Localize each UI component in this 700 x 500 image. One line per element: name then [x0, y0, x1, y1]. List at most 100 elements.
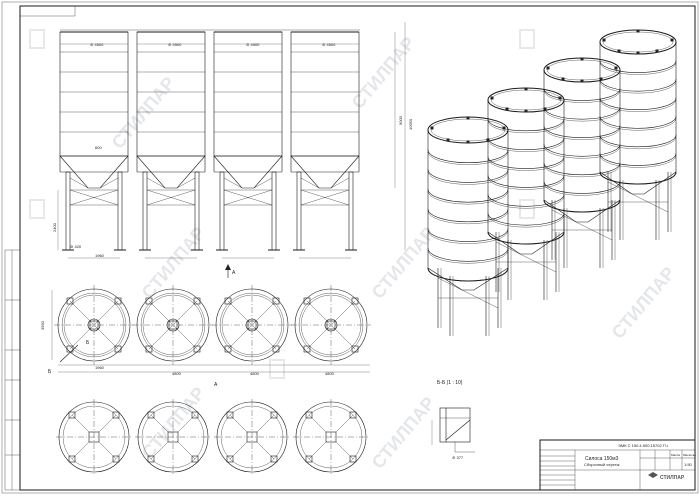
bottom-brace: [229, 441, 248, 460]
plan-spacing-4: 4800: [325, 371, 335, 376]
iso-ring-inner: [427, 171, 509, 185]
silo-bottom-2: [135, 399, 211, 475]
silo-front-3: [213, 31, 283, 259]
bottom-leg-pad: [305, 455, 313, 463]
iso-rim-bolt: [561, 77, 565, 81]
iso-ring: [543, 88, 621, 101]
plan-brace: [227, 300, 277, 350]
iso-body: [543, 70, 621, 213]
iso-rim-bolt: [486, 138, 490, 142]
silo-brace: [253, 177, 273, 189]
iso-ring-inner: [427, 191, 509, 205]
height-total-label: 10950: [408, 118, 413, 130]
iso-ring: [543, 162, 621, 176]
silo-brace: [300, 189, 350, 206]
iso-ring-inner: [543, 90, 621, 103]
plan-leg-pad: [224, 345, 232, 353]
sheet-corner-box: [19, 5, 76, 17]
bottom-leg-pad: [147, 455, 155, 463]
iso-ring: [599, 79, 677, 92]
plan-brace: [69, 300, 119, 350]
company-logo: СТИЛПАР: [648, 472, 685, 481]
iso-brace: [495, 241, 557, 273]
silo-brace: [330, 177, 350, 189]
iso-rim-bolt: [446, 138, 450, 142]
section-bb-view: Б-Б (1 : 10) ⊘ 377: [431, 380, 475, 460]
bottom-leg-pad: [349, 455, 357, 463]
front-elevation-view: [57, 22, 406, 278]
silo-bottom-3: [214, 399, 290, 475]
iso-brace: [437, 277, 499, 309]
bottom-leg-pad: [305, 411, 313, 419]
silo-front-1: [59, 31, 129, 259]
iso-cone: [599, 171, 677, 195]
plan-leg-pad: [66, 297, 74, 305]
iso-ring-inner: [543, 109, 621, 122]
iso-brace: [551, 209, 613, 241]
silo-brace: [69, 177, 89, 189]
plan-dimension-labels: 3950 Б Б 1960 4800 4800 4800 A: [40, 320, 335, 388]
title-scale-label: Масштаб: [683, 453, 696, 457]
iso-ring: [543, 107, 621, 120]
bottom-leg-pad: [68, 455, 76, 463]
iso-top-rim: [599, 29, 677, 55]
iso-ring-inner: [599, 99, 677, 112]
bottom-brace: [71, 441, 90, 460]
silo-leg-left: [296, 171, 302, 251]
iso-rim-bolt: [636, 29, 640, 33]
leg-width-label: ⊘ 420: [70, 244, 82, 249]
bottom-leg-pad: [191, 455, 199, 463]
iso-ring: [543, 144, 621, 157]
iso-ring-inner: [487, 158, 565, 171]
plan-leg-pad: [272, 297, 280, 305]
iso-ring: [487, 137, 565, 151]
watermark-text-3: СТИЛПАР: [138, 223, 209, 303]
bottom-leg-pad: [112, 411, 120, 419]
watermark-text-5: СТИЛПАР: [608, 263, 679, 343]
silo-leg-left: [65, 171, 71, 251]
bottom-brace: [177, 441, 196, 460]
iso-ring: [427, 169, 509, 183]
bottom-leg-pad: [270, 455, 278, 463]
diameter-label-4: ⊘ 4500: [322, 42, 336, 47]
iso-top-inner: [546, 59, 618, 81]
silo-brace: [300, 177, 320, 189]
height-support-label: 2400: [52, 222, 57, 232]
bottom-brace: [71, 414, 90, 433]
silo-front-4: [290, 31, 360, 259]
iso-rim-bolt: [466, 116, 470, 120]
iso-body: [599, 42, 677, 185]
bottom-brace: [256, 441, 275, 460]
watermarks: СТИЛПАР СТИЛПАР СТИЛПАР СТИЛПАР СТИЛПАР …: [29, 29, 679, 473]
iso-top-rim: [487, 87, 565, 113]
watermark-logo-marks: [29, 29, 535, 379]
iso-bottom-rim: [599, 171, 677, 185]
silo-brace: [99, 177, 119, 189]
iso-rim-bolt: [524, 109, 528, 113]
cone-label: 600: [95, 145, 102, 150]
iso-ring: [599, 153, 677, 166]
iso-ring-inner: [599, 62, 677, 75]
iso-ring: [487, 118, 565, 132]
plan-spacing-1: 1960: [95, 365, 105, 370]
plan-leg-pad: [351, 297, 359, 305]
title-block: ЭМК С 150.4.500.15702 ГЧ Силоса 150м3 Сб…: [539, 439, 696, 491]
bottom-brace: [335, 441, 354, 460]
plan-leg-pad: [145, 345, 153, 353]
bottom-brace: [150, 441, 169, 460]
company-logo-text: СТИЛПАР: [660, 475, 685, 481]
iso-ring: [487, 213, 565, 226]
iso-rim-bolt: [546, 66, 550, 70]
silo-leg-left: [142, 171, 148, 251]
iso-rim-bolt: [558, 96, 562, 100]
plan-view: [51, 285, 371, 373]
bottom-leg-pad: [226, 411, 234, 419]
iso-ring: [599, 134, 677, 148]
iso-cone: [487, 231, 565, 255]
bottom-brace: [177, 414, 196, 433]
iso-ring-inner: [427, 230, 509, 244]
iso-top-rim: [427, 116, 509, 144]
plan-brace: [306, 300, 356, 350]
plan-leg-pad: [303, 345, 311, 353]
